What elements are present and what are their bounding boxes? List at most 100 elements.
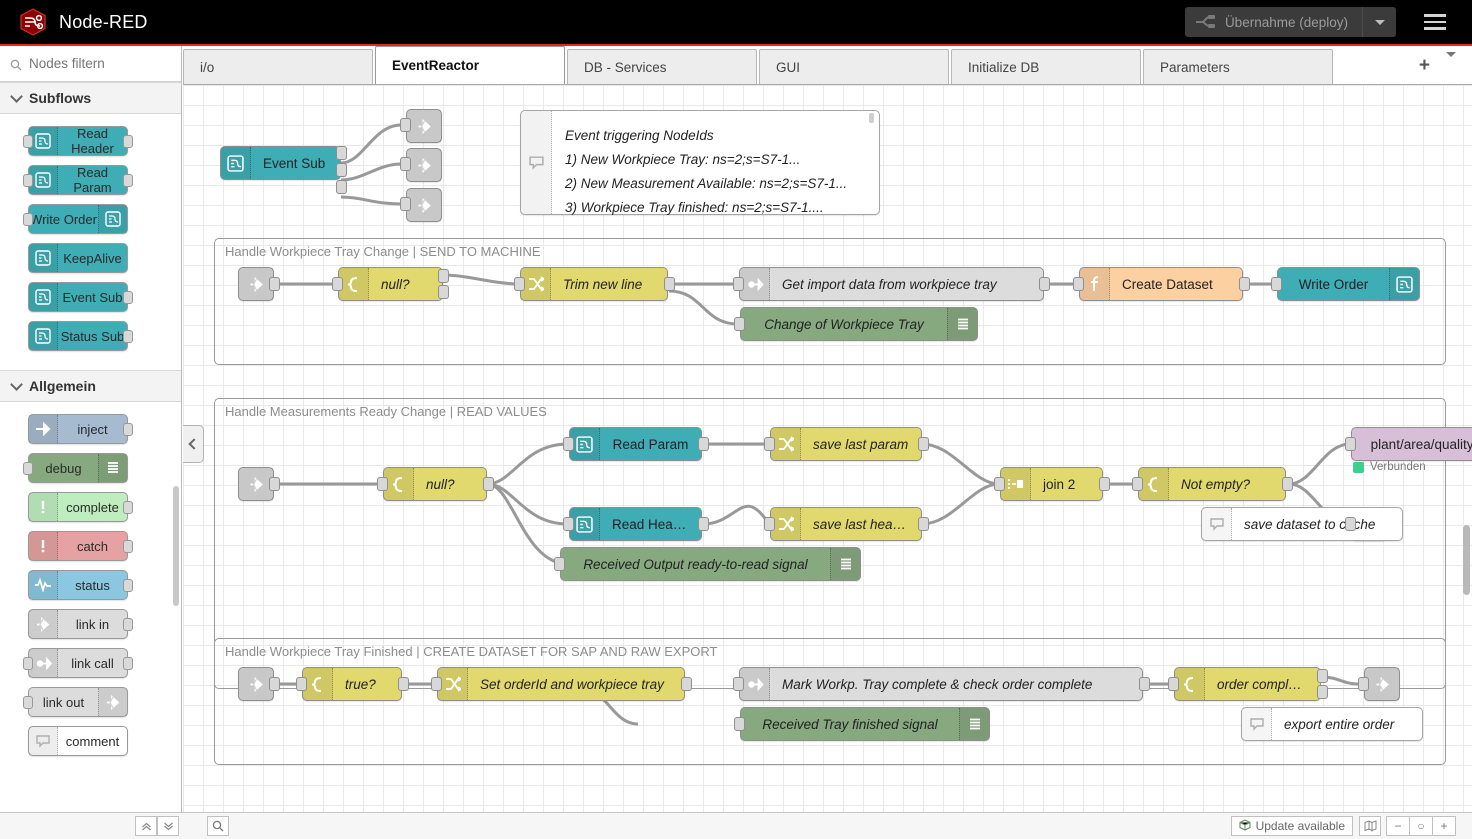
output-port[interactable]: [123, 423, 133, 436]
node-link-in-3[interactable]: [238, 667, 274, 701]
input-port[interactable]: [554, 557, 565, 571]
node-link-in-1[interactable]: [238, 267, 274, 301]
node-save-last-header[interactable]: save last header: [770, 507, 922, 541]
input-port[interactable]: [1345, 437, 1356, 451]
output-port[interactable]: [269, 277, 280, 291]
input-port[interactable]: [23, 696, 33, 709]
node-switch-null-1[interactable]: null?: [338, 267, 443, 301]
palette-search-row[interactable]: [0, 46, 181, 82]
output-port[interactable]: [123, 540, 133, 553]
node-set-orderid-and-workpiece-tray[interactable]: Set orderId and workpiece tray: [437, 667, 685, 701]
input-port[interactable]: [1132, 477, 1143, 491]
chevron-down-icon[interactable]: [1446, 51, 1456, 75]
output-port[interactable]: [1099, 477, 1110, 491]
input-port[interactable]: [23, 462, 33, 475]
palette-node-read-param[interactable]: Read Param: [23, 165, 133, 195]
input-port[interactable]: [1271, 277, 1282, 291]
output-port[interactable]: [123, 501, 133, 514]
input-port[interactable]: [1358, 677, 1369, 691]
output-port[interactable]: [123, 618, 133, 631]
canvas-vertical-scrollbar[interactable]: [1463, 525, 1470, 595]
node-link-out-1[interactable]: [406, 109, 442, 143]
node-mqtt-out-plant-raw[interactable]: plant/area/quality/1411005/raw: [1351, 427, 1472, 461]
update-available-button[interactable]: Update available: [1230, 816, 1353, 836]
input-port[interactable]: [764, 517, 775, 531]
node-event-sub[interactable]: Event Sub: [220, 146, 341, 180]
output-port[interactable]: [1239, 277, 1250, 291]
node-comment-save-dataset-to-cache[interactable]: save dataset to cache: [1201, 507, 1403, 541]
input-port[interactable]: [1168, 677, 1179, 691]
palette-node-read-header[interactable]: Read Header: [23, 126, 133, 156]
input-port[interactable]: [734, 717, 745, 731]
tab-io[interactable]: i/o: [183, 49, 373, 84]
input-port[interactable]: [332, 277, 343, 291]
flow-canvas[interactable]: Event Sub Event triggering NodeIds 1) Ne…: [183, 85, 1472, 817]
palette-node-inject[interactable]: inject: [28, 414, 133, 444]
node-debug-change-workpiece-tray[interactable]: Change of Workpiece Tray: [740, 307, 978, 341]
node-switch-order-complete[interactable]: order complete?: [1174, 667, 1321, 701]
navigator-toggle-button[interactable]: [1359, 816, 1381, 836]
zoom-in-button[interactable]: +: [1432, 816, 1456, 836]
palette-node-link-call[interactable]: link call: [23, 648, 133, 678]
output-port[interactable]: [1317, 685, 1328, 699]
node-link-in-2[interactable]: [238, 467, 274, 501]
node-get-import-data[interactable]: Get import data from workpiece tray: [739, 267, 1044, 301]
input-port[interactable]: [733, 277, 744, 291]
input-port[interactable]: [734, 317, 745, 331]
zoom-out-button[interactable]: −: [1386, 816, 1410, 836]
deploy-button[interactable]: Übernahme (deploy): [1184, 7, 1396, 37]
node-save-last-param[interactable]: save last param: [770, 427, 922, 461]
tab-initialize-db[interactable]: Initialize DB: [951, 49, 1141, 84]
output-port[interactable]: [681, 677, 692, 691]
plus-icon[interactable]: +: [1418, 55, 1430, 76]
palette-node-link-out[interactable]: link out: [23, 687, 128, 717]
hamburger-menu-icon[interactable]: [1412, 0, 1458, 45]
input-port[interactable]: [23, 174, 33, 187]
tab-db-services[interactable]: DB - Services: [567, 49, 757, 84]
input-port[interactable]: [400, 157, 411, 171]
input-port[interactable]: [563, 437, 574, 451]
node-read-param[interactable]: Read Param: [569, 427, 702, 461]
output-port[interactable]: [123, 135, 133, 148]
palette-node-complete[interactable]: complete: [28, 492, 133, 522]
node-read-header[interactable]: Read Header: [569, 507, 702, 541]
node-write-order[interactable]: Write Order: [1277, 267, 1420, 301]
deploy-dropdown-caret-icon[interactable]: [1362, 7, 1396, 37]
palette-node-link-in[interactable]: link in: [28, 609, 133, 639]
input-port[interactable]: [296, 677, 307, 691]
collapse-all-button[interactable]: [135, 816, 157, 836]
search-input[interactable]: [29, 56, 169, 71]
palette-node-keepalive[interactable]: KeepAlive: [28, 243, 128, 273]
info-comment-node[interactable]: Event triggering NodeIds 1) New Workpiec…: [520, 110, 880, 215]
input-port[interactable]: [764, 437, 775, 451]
tab-eventreactor[interactable]: EventReactor: [375, 46, 565, 84]
output-port[interactable]: [1317, 669, 1328, 683]
palette-node-event-sub[interactable]: Event Sub: [28, 282, 133, 312]
input-port[interactable]: [1073, 277, 1084, 291]
output-port[interactable]: [269, 677, 280, 691]
node-join-2[interactable]: join 2: [1000, 467, 1103, 501]
output-port[interactable]: [438, 269, 449, 283]
output-port[interactable]: [1139, 677, 1150, 691]
palette-node-catch[interactable]: catch: [28, 531, 133, 561]
zoom-reset-button[interactable]: ○: [1409, 816, 1433, 836]
output-port[interactable]: [269, 477, 280, 491]
input-port[interactable]: [23, 657, 33, 670]
palette-category-subflows[interactable]: Subflows: [0, 82, 181, 114]
output-port[interactable]: [123, 174, 133, 187]
input-port[interactable]: [514, 277, 525, 291]
node-link-out-export[interactable]: [1364, 667, 1400, 701]
output-port[interactable]: [918, 517, 929, 531]
palette-node-debug[interactable]: debug: [23, 453, 128, 483]
tab-gui[interactable]: GUI: [759, 49, 949, 84]
output-port[interactable]: [123, 657, 133, 670]
output-port[interactable]: [664, 277, 675, 291]
input-port[interactable]: [23, 135, 33, 148]
palette-scrollbar[interactable]: [173, 486, 179, 606]
output-port[interactable]: [336, 180, 347, 194]
node-mark-workp-tray-complete[interactable]: Mark Workp. Tray complete & check order …: [739, 667, 1143, 701]
node-link-out-2[interactable]: [406, 148, 442, 182]
output-port[interactable]: [698, 437, 709, 451]
output-port[interactable]: [123, 291, 133, 304]
group-workpiece-tray-change[interactable]: Handle Workpiece Tray Change | SEND TO M…: [214, 238, 1446, 365]
